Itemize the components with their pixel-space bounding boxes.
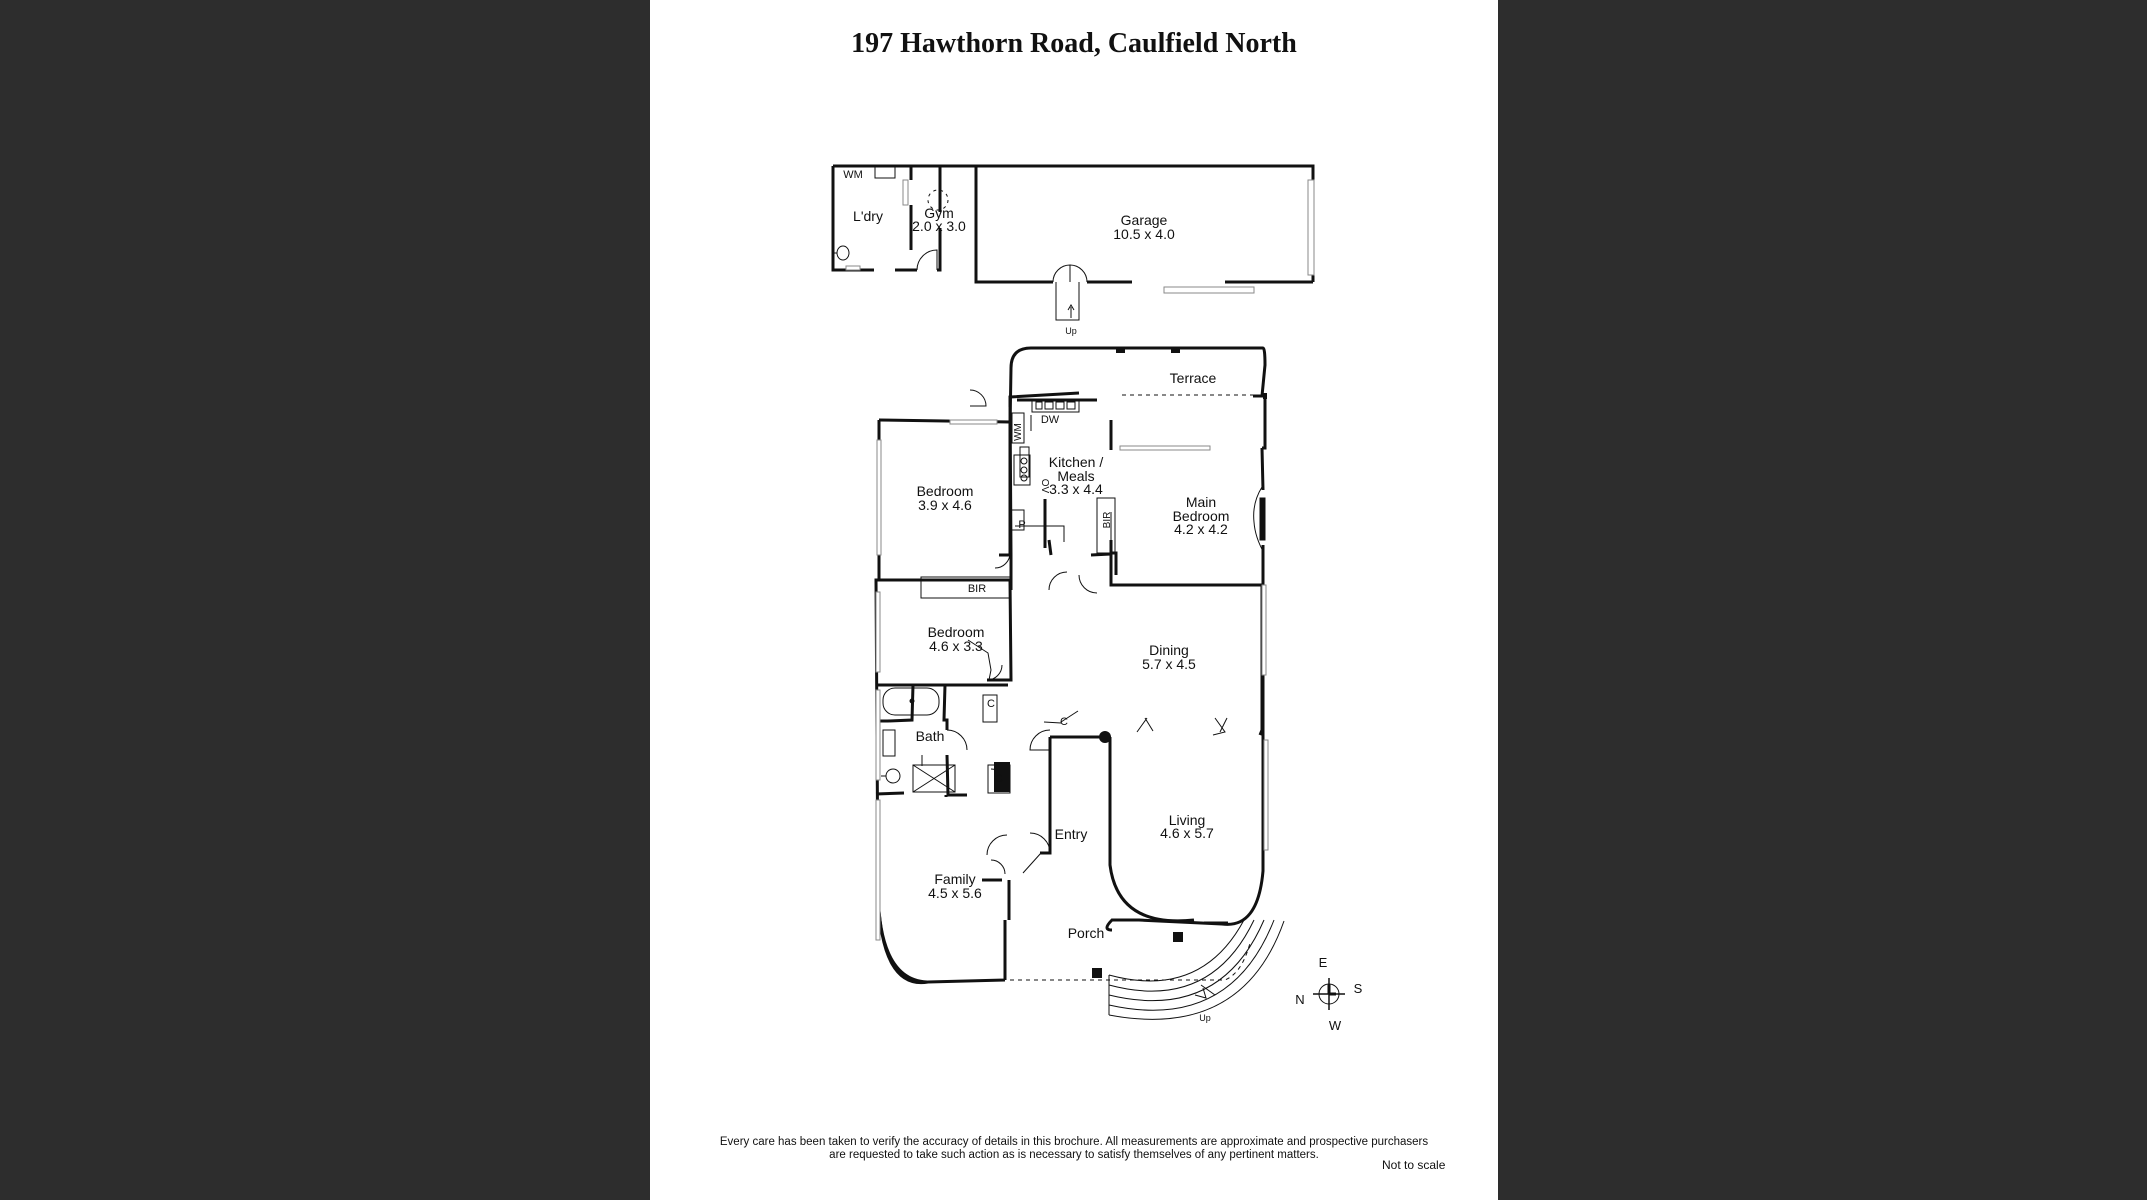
compass-east: E	[1319, 955, 1328, 970]
room-main-bedroom-label-1: Main	[1186, 494, 1216, 510]
floorplan-sheet: 197 Hawthorn Road, Caulfield North	[650, 0, 1498, 1200]
room-main-bedroom-dims: 4.2 x 4.2	[1174, 521, 1228, 537]
room-garage-label: Garage	[1121, 212, 1168, 228]
compass-west: W	[1329, 1018, 1342, 1033]
room-main-bedroom-label-2: Bedroom	[1173, 508, 1230, 524]
fixture-wm-laundry: WM	[843, 169, 863, 181]
fixture-ov: OV	[1039, 479, 1050, 494]
fixture-up-porch: Up	[1199, 1013, 1211, 1023]
fixture-cupboard-2: C	[1060, 716, 1068, 728]
room-dining-dims: 5.7 x 4.5	[1142, 656, 1196, 672]
fixture-cupboard-1: C	[987, 698, 995, 710]
fixture-up-garage: Up	[1065, 326, 1077, 336]
room-living-label: Living	[1169, 812, 1206, 828]
fixture-bir-main: BIR	[1102, 512, 1113, 529]
disclaimer: Every care has been taken to verify the …	[650, 1136, 1498, 1162]
room-entry-label: Entry	[1055, 826, 1088, 842]
room-bedroom2-dims: 4.6 x 3.3	[929, 638, 983, 654]
disclaimer-line-2: are requested to take such action as is …	[829, 1149, 1319, 1161]
room-laundry-label: L'dry	[853, 208, 883, 224]
compass-south: S	[1354, 981, 1363, 996]
house-outline	[1008, 346, 1267, 428]
fixture-pantry: P	[1018, 519, 1025, 531]
fixture-bir-bedroom: BIR	[968, 583, 986, 595]
disclaimer-line-1: Every care has been taken to verify the …	[719, 1136, 1429, 1148]
room-gym-dims: 2.0 x 3.0	[912, 218, 966, 234]
room-kitchen-label-2: Meals	[1057, 468, 1094, 484]
room-kitchen-dims: 3.3 x 4.4	[1049, 481, 1103, 497]
compass-icon: E S N W	[1295, 955, 1362, 1033]
room-bedroom2-label: Bedroom	[928, 624, 985, 640]
room-kitchen-label-1: Kitchen /	[1049, 454, 1104, 470]
compass-north: N	[1295, 992, 1304, 1007]
room-family-label: Family	[934, 871, 975, 887]
floor-plan: L'dry Gym 2.0 x 3.0 Garage 10.5 x 4.0 Te…	[831, 164, 1363, 1033]
room-terrace-label: Terrace	[1170, 370, 1217, 386]
fixture-wm-kitchen: WM	[1013, 423, 1024, 441]
room-porch-label: Porch	[1068, 925, 1105, 941]
room-living-dims: 4.6 x 5.7	[1160, 825, 1214, 841]
scale-note: Not to scale	[1382, 1158, 1446, 1172]
room-bedroom1-dims: 3.9 x 4.6	[918, 497, 972, 513]
room-bedroom1-label: Bedroom	[917, 483, 974, 499]
fixture-cupboard-3: C	[995, 773, 1003, 785]
room-dining-label: Dining	[1149, 642, 1189, 658]
page-title: 197 Hawthorn Road, Caulfield North	[851, 28, 1297, 59]
room-gym-label: Gym	[924, 205, 954, 221]
fixture-dw: DW	[1041, 414, 1060, 426]
room-family-dims: 4.5 x 5.6	[928, 885, 982, 901]
room-bath-label: Bath	[916, 728, 945, 744]
room-garage-dims: 10.5 x 4.0	[1113, 226, 1175, 242]
